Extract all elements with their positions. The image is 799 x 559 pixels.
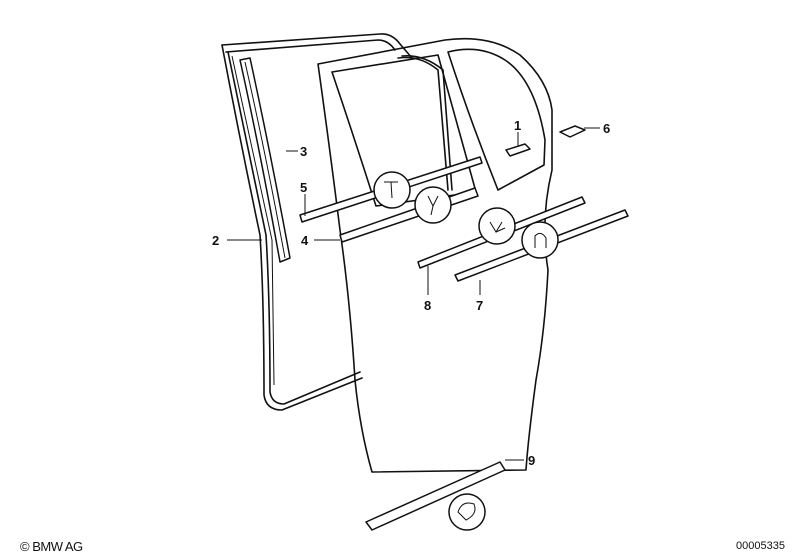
copyright-text: © BMW AG (20, 539, 83, 554)
detail-circle (521, 221, 559, 259)
drawing-number: 00005335 (736, 540, 785, 552)
clip-6 (559, 125, 586, 138)
callout-9: 9 (528, 453, 535, 468)
door-seal-frame (221, 33, 413, 411)
callout-5: 5 (300, 180, 307, 195)
callout-2: 2 (212, 233, 219, 248)
detail-circle (373, 171, 411, 209)
clip-1 (505, 143, 531, 157)
callout-7: 7 (476, 298, 483, 313)
detail-circle (478, 207, 516, 245)
callout-3: 3 (300, 144, 307, 159)
detail-circle (448, 493, 486, 531)
callout-8: 8 (424, 298, 431, 313)
detail-circle (414, 186, 452, 224)
leader-lines (227, 127, 600, 461)
callout-4: 4 (301, 233, 309, 248)
callout-6: 6 (603, 121, 610, 136)
rear-door-panel (317, 37, 553, 473)
window-guide-rail (239, 57, 291, 263)
callout-1: 1 (514, 118, 521, 133)
sill-strip-9 (365, 461, 506, 531)
